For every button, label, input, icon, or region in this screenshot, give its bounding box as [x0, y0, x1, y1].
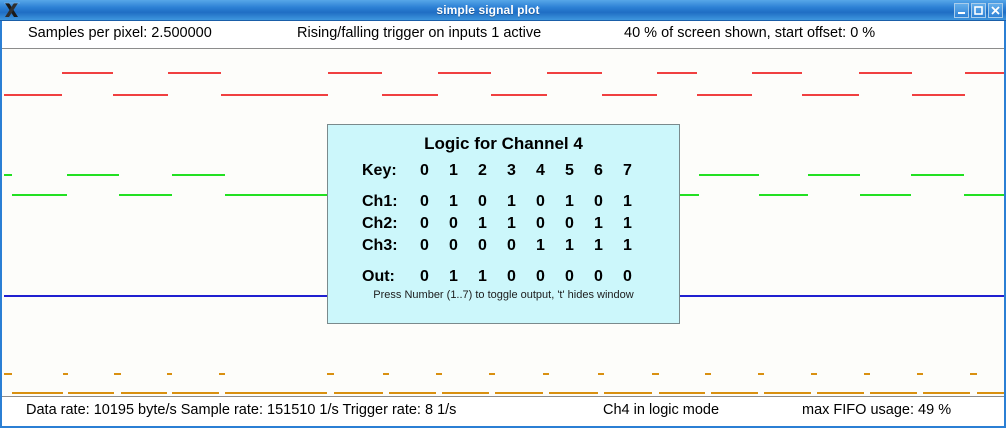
logic-cell: 1: [623, 193, 632, 210]
logic-row-label: Ch1:: [362, 193, 398, 210]
logic-cell: 0: [449, 237, 458, 254]
logic-row-ch3: Ch3: 0 0 0 0 1 1 1 1: [362, 237, 679, 259]
logic-row-label: Ch2:: [362, 215, 398, 232]
logic-cell[interactable]: 0: [565, 268, 574, 285]
logic-cell: 1: [507, 215, 516, 232]
logic-row-label: Ch3:: [362, 237, 398, 254]
logic-cell: 6: [594, 162, 603, 179]
window-title: simple signal plot: [436, 2, 540, 17]
logic-cell: 5: [565, 162, 574, 179]
window-client-area: Samples per pixel: 2.500000 Rising/falli…: [0, 21, 1006, 428]
channel-mode-label: Ch4 in logic mode: [603, 402, 720, 418]
window-controls: [954, 2, 1003, 18]
logic-row-cells: 0 0 0 0 1 1 1 1: [410, 237, 642, 255]
logic-cell: 1: [623, 237, 632, 254]
logic-cell[interactable]: 0: [507, 268, 516, 285]
logic-cell: 0: [420, 162, 429, 179]
logic-cell: 4: [536, 162, 545, 179]
logic-cell[interactable]: 0: [536, 268, 545, 285]
fifo-usage-label: max FIFO usage: 49 %: [802, 402, 952, 418]
logic-cell: 0: [536, 193, 545, 210]
logic-row-cells: 0 1 0 1 0 1 0 1: [410, 193, 642, 211]
logic-cell: 3: [507, 162, 516, 179]
logic-cell: 0: [594, 193, 603, 210]
trace-ch4: [4, 373, 1004, 394]
logic-cell: 0: [565, 215, 574, 232]
logic-cell[interactable]: 1: [449, 268, 458, 285]
logic-cell: 1: [478, 215, 487, 232]
logic-row-label: Key:: [362, 162, 397, 179]
logic-cell: 1: [565, 237, 574, 254]
logic-cell[interactable]: 0: [623, 268, 632, 285]
logic-cell: 0: [449, 215, 458, 232]
logic-cell: 1: [623, 215, 632, 232]
close-icon[interactable]: [988, 2, 1003, 18]
trace-ch1: [4, 72, 1004, 96]
logic-dialog-hint: Press Number (1..7) to toggle output, 't…: [373, 289, 634, 301]
logic-row-cells: 0 1 2 3 4 5 6 7: [410, 162, 642, 180]
screen-offset-label: 40 % of screen shown, start offset: 0 %: [624, 25, 876, 41]
logic-cell: 1: [594, 237, 603, 254]
top-info-bar: Samples per pixel: 2.500000 Rising/falli…: [2, 21, 1004, 49]
signal-plot-canvas[interactable]: [2, 49, 1004, 396]
logic-cell: 0: [420, 193, 429, 210]
bottom-status-bar: Data rate: 10195 byte/s Sample rate: 151…: [2, 396, 1004, 426]
logic-row-ch2: Ch2: 0 0 1 1 0 0 1 1: [362, 215, 679, 237]
logic-cell[interactable]: 0: [420, 268, 429, 285]
logic-row-cells: 0 0 1 1 0 0 1 1: [410, 215, 642, 233]
logic-cell[interactable]: 1: [478, 268, 487, 285]
logic-dialog-title: Logic for Channel 4: [424, 134, 583, 153]
logic-cell: 0: [478, 237, 487, 254]
logic-cell: 1: [536, 237, 545, 254]
logic-cell: 0: [478, 193, 487, 210]
logic-cell: 0: [420, 215, 429, 232]
logic-cell: 1: [507, 193, 516, 210]
logic-cell: 7: [623, 162, 632, 179]
logic-cell: 1: [449, 162, 458, 179]
logic-row-cells: 0 1 1 0 0 0 0 0: [410, 268, 642, 286]
logic-row-ch1: Ch1: 0 1 0 1 0 1 0 1: [362, 193, 679, 215]
data-rate-label: Data rate: 10195 byte/s Sample rate: 151…: [26, 402, 457, 418]
minimize-icon[interactable]: [954, 2, 969, 18]
logic-cell[interactable]: 0: [594, 268, 603, 285]
trace-svg: [4, 72, 1004, 394]
logic-cell: 0: [420, 237, 429, 254]
logic-cell: 1: [449, 193, 458, 210]
logic-row-key: Key: 0 1 2 3 4 5 6 7: [362, 162, 679, 184]
maximize-icon[interactable]: [971, 2, 986, 18]
logic-row-out: Out: 0 1 1 0 0 0 0 0: [362, 268, 679, 290]
window-titlebar[interactable]: simple signal plot: [0, 0, 1006, 21]
x-logo-icon: [2, 1, 22, 20]
logic-cell: 0: [507, 237, 516, 254]
logic-row-label: Out:: [362, 268, 395, 285]
logic-cell: 0: [536, 215, 545, 232]
samples-per-pixel-label: Samples per pixel: 2.500000: [28, 25, 212, 41]
trigger-status-label: Rising/falling trigger on inputs 1 activ…: [297, 25, 542, 41]
logic-cell: 1: [594, 215, 603, 232]
logic-cell: 2: [478, 162, 487, 179]
logic-cell: 1: [565, 193, 574, 210]
